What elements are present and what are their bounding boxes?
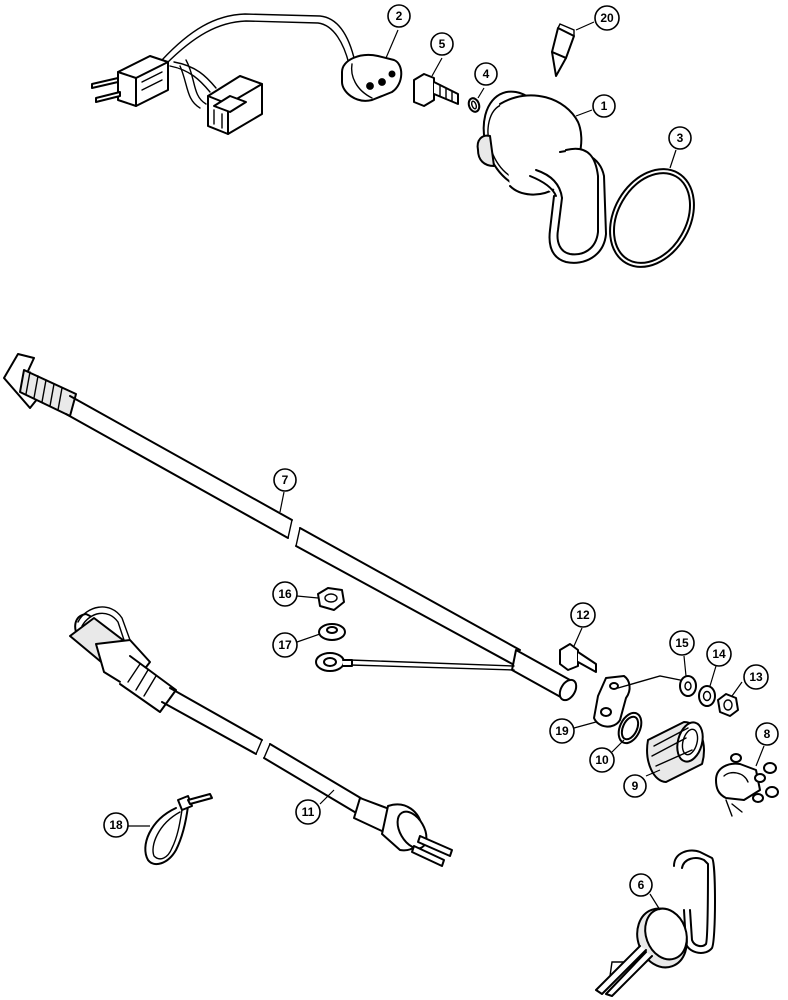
callout-label-6: 6	[638, 878, 645, 892]
wiring-harness	[91, 13, 356, 109]
callout-1	[592, 94, 616, 118]
washer-15	[679, 675, 697, 697]
callout-13	[743, 664, 769, 690]
callout-label-4: 4	[483, 67, 490, 81]
nut	[317, 587, 345, 611]
o-ring	[609, 168, 695, 268]
callout-14	[706, 641, 732, 667]
callout-15	[669, 630, 695, 656]
callout-label-18: 18	[109, 818, 123, 832]
callout-label-8: 8	[764, 727, 771, 741]
heater-element	[476, 90, 607, 264]
adapter	[646, 721, 705, 783]
callout-12	[570, 602, 596, 628]
callout-label-10: 10	[595, 753, 609, 767]
callout-5	[430, 32, 454, 56]
callout-4	[474, 62, 498, 86]
power-cord	[69, 606, 453, 867]
callout-11	[295, 799, 321, 825]
callout-10	[589, 747, 615, 773]
washer-14	[698, 685, 716, 707]
callout-18	[103, 812, 129, 838]
ring-terminal	[315, 652, 353, 672]
callout-label-20: 20	[600, 11, 614, 25]
ground-wire	[349, 659, 515, 667]
callout-20	[594, 5, 620, 31]
callout-label-17: 17	[278, 638, 292, 652]
callout-19	[549, 718, 575, 744]
hose-clamp	[715, 753, 779, 817]
washer	[467, 97, 481, 113]
cable-tie	[144, 793, 213, 866]
assembly-guide-line	[617, 675, 691, 689]
connector-housing	[207, 75, 263, 135]
mounting-bolt	[559, 643, 597, 673]
callout-7	[273, 468, 297, 492]
callout-9	[623, 774, 647, 798]
callout-2	[387, 4, 411, 28]
callout-17	[272, 632, 298, 658]
bracket	[593, 675, 631, 728]
dipstick-heater-rod	[3, 353, 578, 702]
lock-washer	[318, 623, 346, 641]
callout-label-13: 13	[749, 670, 763, 684]
callout-6	[629, 873, 653, 897]
callout-label-16: 16	[278, 587, 292, 601]
callout-label-5: 5	[439, 37, 446, 51]
block-heater-element	[595, 849, 716, 997]
callout-label-7: 7	[282, 473, 289, 487]
callout-label-14: 14	[712, 647, 726, 661]
callout-3	[668, 126, 692, 150]
callouts: 2 5 4 20 1 3 7 16 17 12	[103, 4, 779, 911]
bolt	[413, 73, 459, 107]
clamp-block	[341, 54, 403, 102]
nut-13	[717, 693, 739, 717]
callout-label-15: 15	[675, 636, 689, 650]
sealant-tube	[551, 23, 575, 77]
o-ring-small	[617, 711, 643, 745]
callout-label-9: 9	[632, 779, 639, 793]
callout-label-3: 3	[677, 131, 684, 145]
callout-8	[755, 722, 779, 746]
callout-label-12: 12	[576, 608, 590, 622]
callout-label-2: 2	[396, 9, 403, 23]
callout-16	[272, 581, 298, 607]
callout-label-19: 19	[555, 724, 569, 738]
callout-label-1: 1	[601, 99, 608, 113]
callout-label-11: 11	[302, 805, 315, 819]
